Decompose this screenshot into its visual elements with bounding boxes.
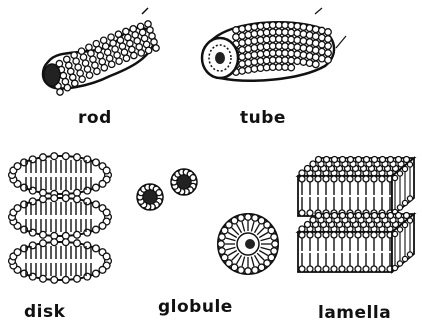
globule-label: globule	[158, 297, 233, 317]
disk-micelle-figure	[9, 153, 112, 284]
lamella-bilayer-figure	[298, 157, 414, 273]
lamella-label: lamella	[318, 303, 391, 322]
rod-label: rod	[78, 108, 112, 128]
tube-label: tube	[240, 108, 286, 128]
disk-label: disk	[24, 302, 66, 322]
